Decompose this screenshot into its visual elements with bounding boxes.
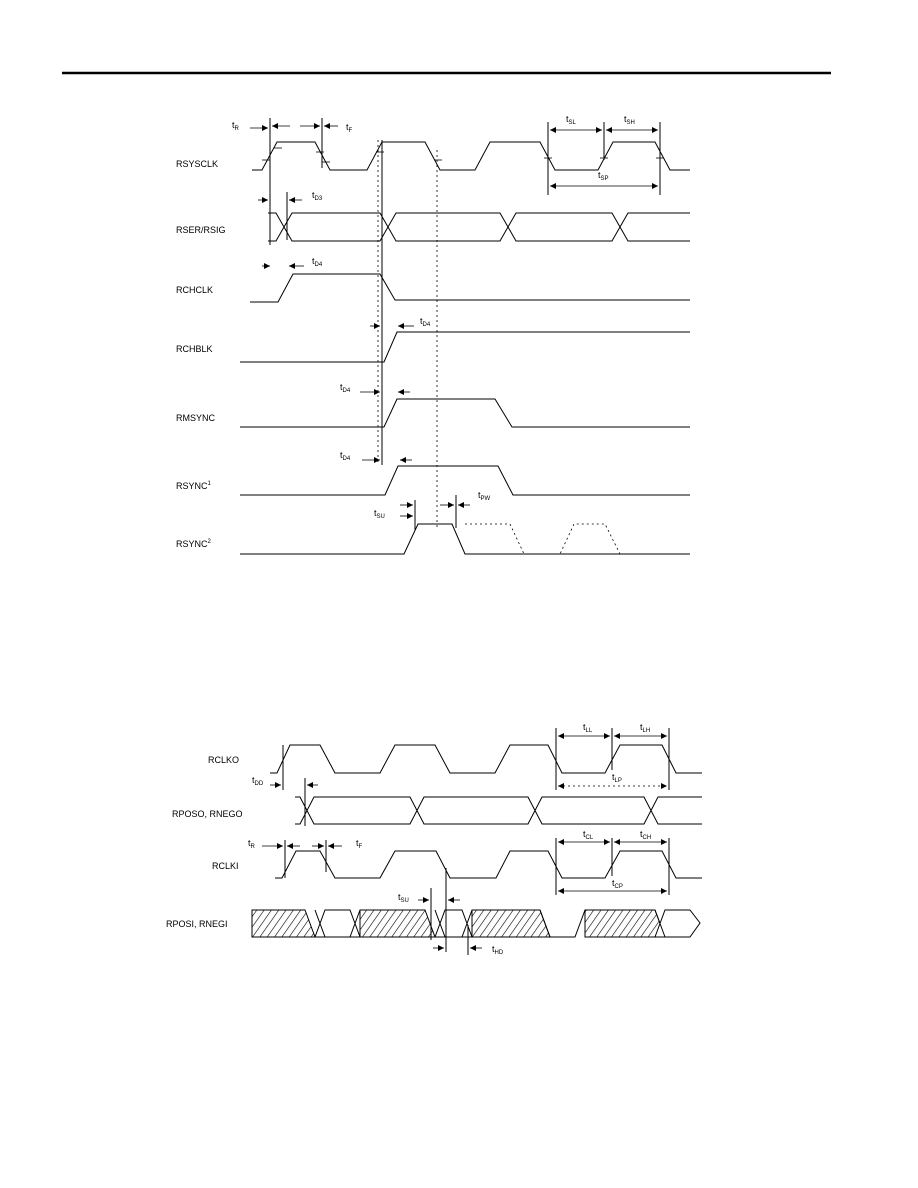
timing-label-tlh: tLH [640, 722, 650, 734]
waveform-rmsync [240, 398, 690, 428]
timing-label-tsp: tSP [598, 170, 609, 182]
waveform-rposi-rnegi [251, 909, 701, 938]
signal-label-rchblk: RCHBLK [176, 344, 213, 354]
timing-label-tch: tCH [640, 829, 651, 841]
timing-label-tsu: tSU [374, 508, 385, 520]
dim-arrows-diagram2 [262, 733, 667, 951]
dim-arrows-diagram1 [250, 123, 658, 519]
signal-label-rclki: RCLKI [212, 861, 239, 871]
signal-label-rsync-1: RSYNC1 [176, 481, 212, 491]
timing-label-td4-rchblk: tD4 [420, 316, 431, 328]
signal-label-rsysclk: RSYSCLK [176, 159, 218, 169]
timing-label-tr-rclki: tR [248, 838, 256, 850]
timing-label-td4-rsync: tD4 [340, 450, 351, 462]
timing-label-thd: tHD [492, 944, 504, 956]
timing-label-tf: tF [346, 122, 353, 134]
signal-label-rchclk: RCHCLK [176, 285, 213, 295]
timing-label-tsl: tSL [566, 114, 577, 126]
timing-label-tcp: tCP [612, 878, 623, 890]
timing-label-tr: tR [232, 120, 240, 132]
waveform-rclki [275, 850, 702, 879]
waveform-rsync-2-dashed [465, 523, 621, 555]
signal-label-rser-rsig: RSER/RSIG [176, 225, 226, 235]
signal-label-rmsync: RMSYNC [176, 413, 216, 423]
signal-label-rclko: RCLKO [208, 755, 239, 765]
receive-timing-diagram: RSYSCLK RSER/RSIG RCHCLK RCHBLK RMSYNC R… [176, 114, 690, 555]
line-interface-timing-diagram: RCLKO RPOSO, RNEGO RCLKI RPOSI, RNEGI [166, 722, 702, 956]
timing-label-td3: tD3 [312, 190, 323, 202]
signal-label-rposi-rnegi: RPOSI, RNEGI [166, 919, 228, 929]
signal-label-rsync-2: RSYNC2 [176, 539, 212, 549]
timing-label-tlp: tLP [612, 772, 622, 784]
waveform-rsync-1 [240, 465, 690, 496]
timing-label-tsh: tSH [624, 114, 635, 126]
waveform-rchclk [250, 273, 690, 303]
timing-label-tdd: tDD [252, 775, 264, 787]
waveform-rposo-rnego [295, 796, 702, 825]
ref-lines-diagram2 [282, 728, 670, 955]
timing-label-td4-rmsync: tD4 [340, 382, 351, 394]
timing-label-tcl: tCL [583, 829, 594, 841]
timing-label-tsu-rposi: tSU [398, 892, 409, 904]
waveform-rchblk [240, 331, 690, 363]
waveform-rsysclk [252, 141, 690, 171]
waveform-rsync-2 [240, 523, 690, 555]
signal-label-rposo-rnego: RPOSO, RNEGO [172, 809, 243, 819]
waveform-rclko [270, 744, 702, 774]
waveform-rser-rsig [268, 212, 690, 242]
timing-label-tpw: tPW [478, 490, 491, 502]
timing-label-tf-rclki: tF [356, 838, 363, 850]
timing-label-tll: tLL [583, 722, 593, 734]
timing-label-td4-rchclk: tD4 [312, 256, 323, 268]
